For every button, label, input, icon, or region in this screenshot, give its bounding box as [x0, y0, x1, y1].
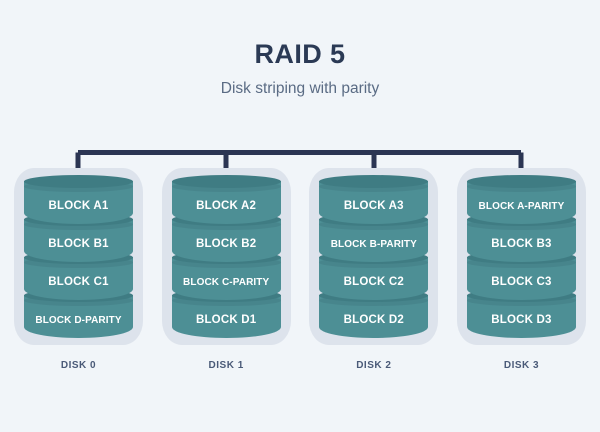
- disk-row: BLOCK A1 BLOCK B1 BLOCK C1 BLOCK D-PARITY DI…: [0, 168, 600, 383]
- disk-block[interactable]: BLOCK A1: [24, 175, 133, 224]
- parity-block-label: BLOCK C-PARITY: [183, 276, 270, 288]
- disk-label: DISK 3: [503, 360, 540, 371]
- cylinder-top-ellipse: [466, 175, 576, 188]
- cylinder-top-ellipse: [24, 175, 133, 188]
- disk-block[interactable]: BLOCK A-PARITY: [466, 175, 576, 224]
- disk-block[interactable]: BLOCK B3: [466, 213, 576, 262]
- parity-block-label: BLOCK B-PARITY: [330, 238, 417, 250]
- parity-block-label: BLOCK D-PARITY: [35, 314, 122, 326]
- data-block-label: BLOCK C2: [343, 276, 404, 288]
- disk-block[interactable]: BLOCK C2: [319, 251, 429, 300]
- data-block-label: BLOCK D3: [491, 314, 552, 326]
- data-block-label: BLOCK C3: [491, 276, 552, 288]
- block-stack: BLOCK A1 BLOCK B1 BLOCK C1 BLOCK D-PARITY: [24, 175, 133, 338]
- disk-2[interactable]: BLOCK A3 BLOCK B-PARITY BLOCK C2 BLOCK D2 DI…: [309, 168, 439, 383]
- disk-block[interactable]: BLOCK D3: [466, 289, 576, 338]
- cylinder-top-ellipse: [319, 175, 429, 188]
- data-block-label: BLOCK D1: [195, 314, 257, 326]
- block-stack: BLOCK A3 BLOCK B-PARITY BLOCK C2 BLOCK D2: [319, 175, 429, 338]
- block-stack: BLOCK A2 BLOCK B2 BLOCK C-PARITY BLOCK D1: [171, 175, 281, 338]
- cylinder-top-ellipse: [171, 175, 281, 188]
- disk-label: DISK 1: [208, 360, 244, 371]
- data-block-label: BLOCK A3: [343, 200, 404, 212]
- parity-block-label: BLOCK A-PARITY: [478, 200, 565, 212]
- disk-block[interactable]: BLOCK B2: [171, 213, 281, 262]
- data-block-label: BLOCK B1: [48, 238, 109, 250]
- data-block-label: BLOCK D2: [343, 314, 404, 326]
- disk-block[interactable]: BLOCK A3: [319, 175, 429, 224]
- block-stack: BLOCK A-PARITY BLOCK B3 BLOCK C3 BLOCK D3: [466, 175, 576, 338]
- disk-label: DISK 2: [356, 360, 392, 371]
- data-block-label: BLOCK B2: [195, 238, 257, 250]
- data-block-label: BLOCK A1: [48, 200, 109, 212]
- data-block-label: BLOCK B3: [491, 238, 552, 250]
- disk-label: DISK 0: [60, 360, 97, 371]
- disk-3[interactable]: BLOCK A-PARITY BLOCK B3 BLOCK C3 BLOCK D3 DI…: [456, 168, 586, 383]
- disk-1[interactable]: BLOCK A2 BLOCK B2 BLOCK C-PARITY BLOCK D1 DI…: [161, 168, 291, 383]
- diagram-header: RAID 5 Disk striping with parity: [0, 38, 600, 98]
- disk-block[interactable]: BLOCK A2: [171, 175, 281, 224]
- disk-0[interactable]: BLOCK A1 BLOCK B1 BLOCK C1 BLOCK D-PARITY DI…: [14, 168, 143, 383]
- data-block-label: BLOCK A2: [196, 200, 257, 212]
- page-title: RAID 5: [254, 39, 346, 69]
- data-block-label: BLOCK C1: [48, 276, 109, 288]
- page-subtitle: Disk striping with parity: [220, 80, 380, 97]
